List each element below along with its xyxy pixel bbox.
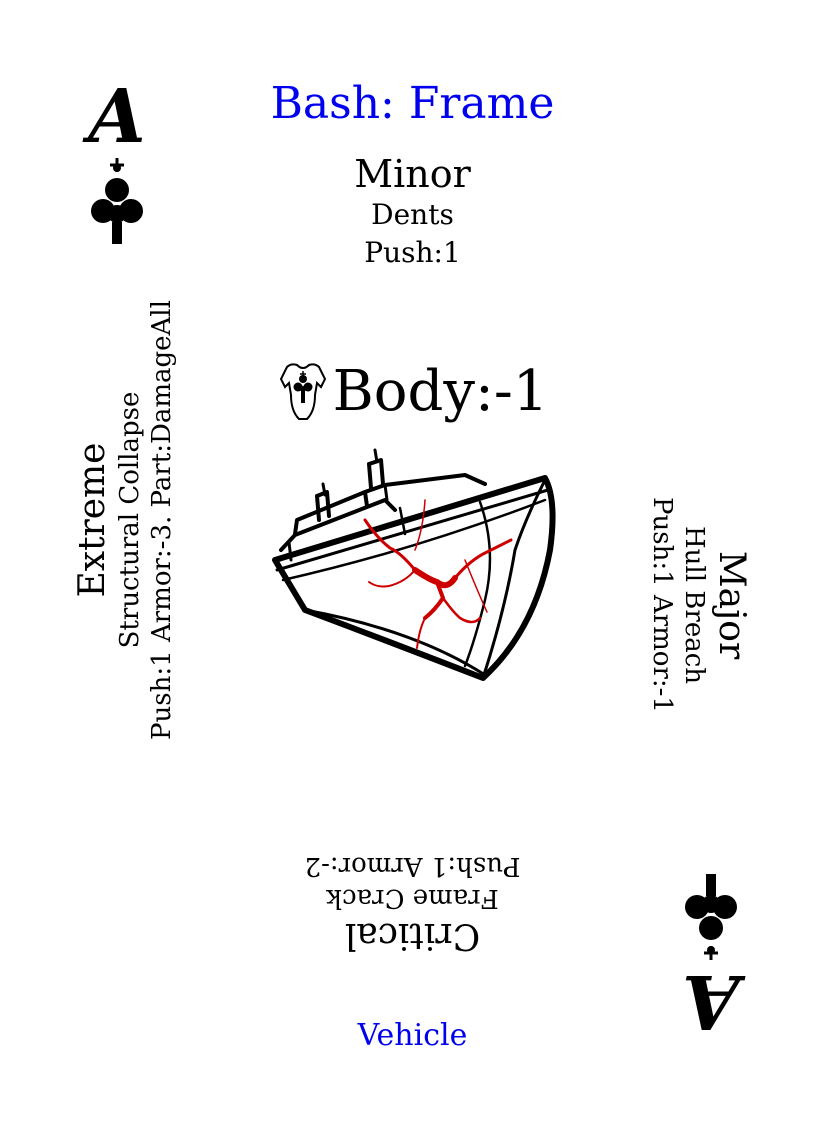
major-block: Major Hull Breach Push:1 Armor:-1 [642,445,752,765]
minor-desc: Dents [371,198,454,231]
corner-rank: A [88,74,146,160]
card-title: Bash: Frame [270,78,555,129]
body-row: Body:-1 [0,360,825,424]
major-label: Major [711,550,752,660]
torso-club-icon [279,363,326,420]
club-suit-icon [91,158,143,244]
minor-label: Minor [354,152,471,196]
minor-effect: Push:1 [364,236,461,269]
body-effect: Body:-1 [332,359,549,424]
card-footer: Vehicle [357,1018,468,1053]
extreme-label: Extreme [72,442,113,598]
extreme-effect: Push:1 Armor:-3. Part:DamageAll [147,300,177,740]
major-effect: Push:1 Armor:-1 [647,497,677,713]
corner-index-bottom-right: A [676,872,746,1044]
corner-index-top-left: A [82,80,152,246]
club-suit-icon [685,874,737,960]
damaged-ship-icon [272,448,556,681]
extreme-desc: Structural Collapse [115,391,145,649]
major-desc: Hull Breach [679,525,709,685]
extreme-block: Extreme Structural Collapse Push:1 Armor… [72,220,192,820]
